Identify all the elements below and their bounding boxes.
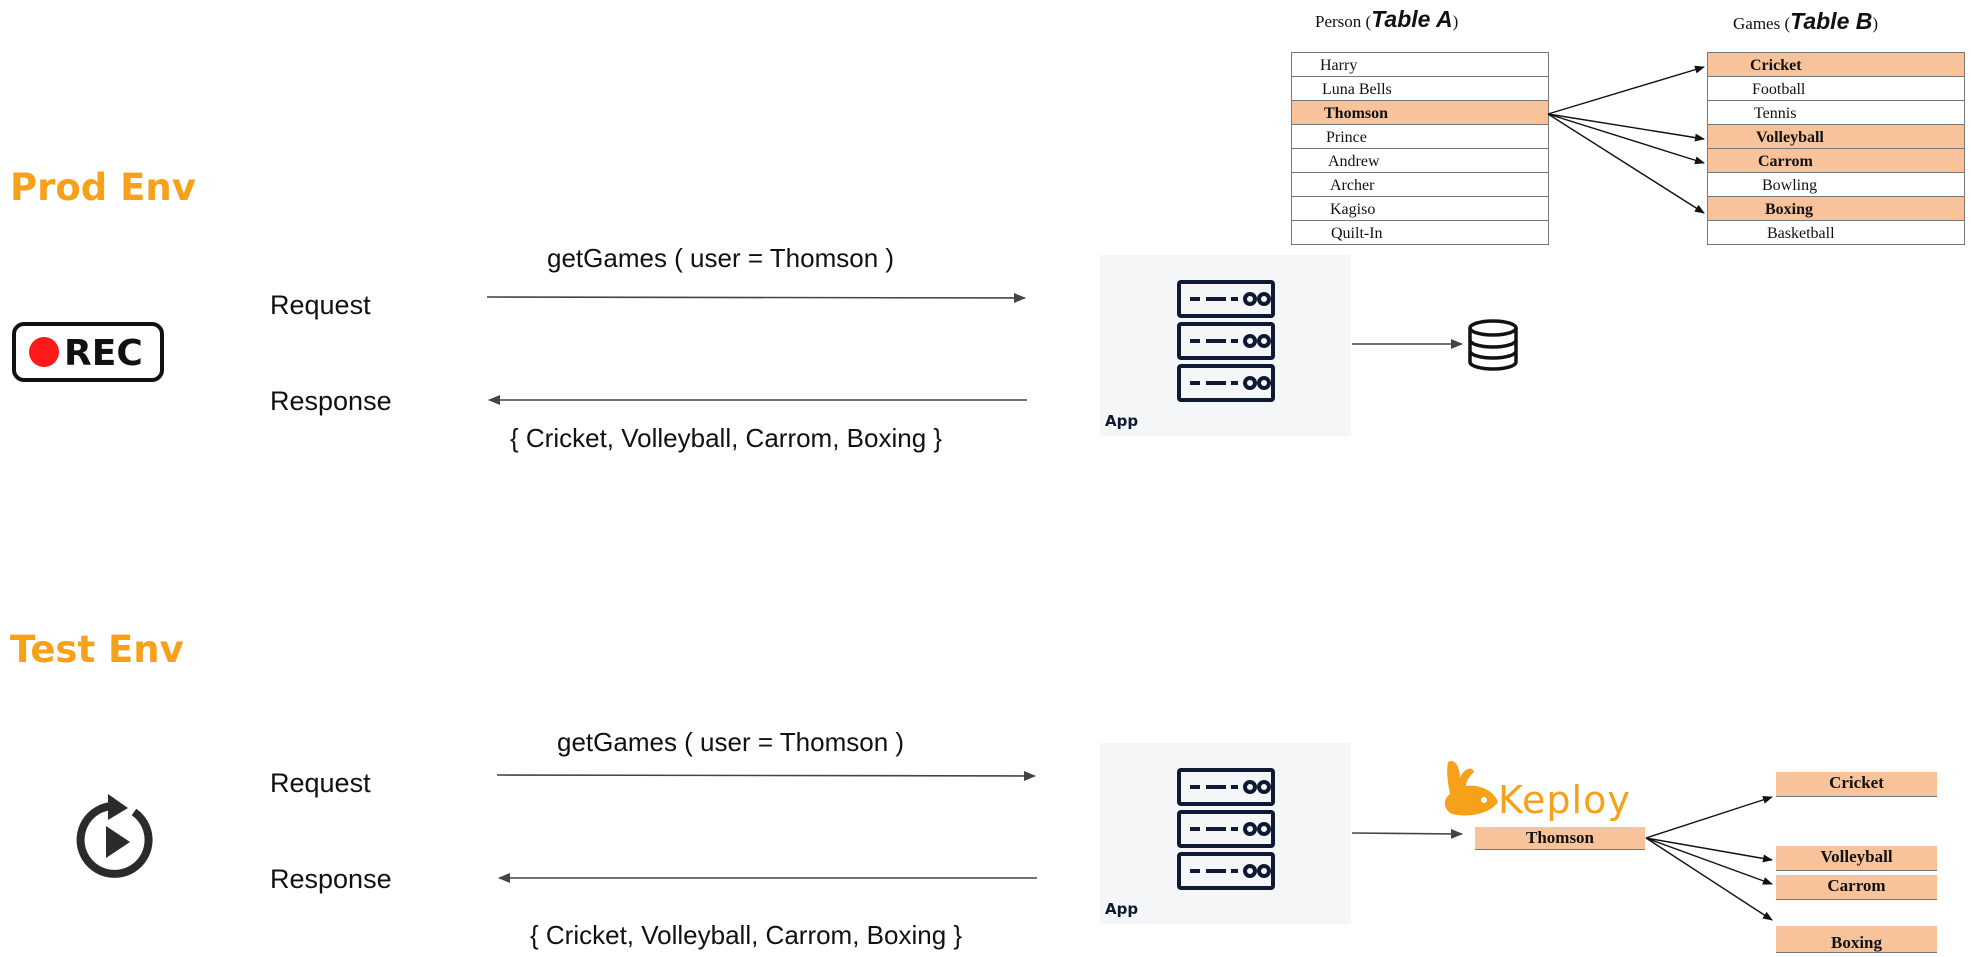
- mock-user-row: Thomson: [1475, 827, 1645, 850]
- mock-game-row: Carrom: [1776, 875, 1937, 900]
- prod-app-label: App: [1105, 412, 1139, 430]
- replay-icon: [72, 792, 156, 878]
- table-b: Cricket Football Tennis Volleyball Carro…: [1707, 52, 1965, 245]
- table-b-title-name: Table B: [1790, 8, 1873, 34]
- test-request-label: Request: [270, 768, 371, 798]
- table-row: Tennis: [1708, 101, 1964, 125]
- database-icon: [1466, 318, 1520, 372]
- prod-request-payload: getGames ( user = Thomson ): [547, 243, 895, 273]
- prod-request-label: Request: [270, 290, 371, 320]
- table-a-title-prefix: Person: [1315, 12, 1362, 31]
- keploy-logo-text: Keploy: [1498, 778, 1631, 822]
- server-icon: [1177, 768, 1275, 890]
- table-row: Boxing: [1708, 197, 1964, 221]
- test-app-box: App: [1100, 743, 1351, 924]
- test-env-label: Test Env: [10, 628, 184, 671]
- table-row: Volleyball: [1708, 125, 1964, 149]
- table-row: Thomson: [1292, 101, 1548, 125]
- table-row: Cricket: [1708, 53, 1964, 77]
- table-a: Harry Luna Bells Thomson Prince Andrew A…: [1291, 52, 1549, 245]
- prod-request-arrow: [486, 292, 1026, 303]
- rec-label: REC: [64, 333, 143, 374]
- table-row: Prince: [1292, 125, 1548, 149]
- table-row: Luna Bells: [1292, 77, 1548, 101]
- prod-response-payload: { Cricket, Volleyball, Carrom, Boxing }: [510, 423, 943, 453]
- table-row: Basketball: [1767, 225, 1835, 242]
- prod-app-box: App: [1100, 255, 1351, 436]
- mock-game-row: Cricket: [1776, 772, 1937, 797]
- keploy-rabbit-icon: [1438, 756, 1510, 822]
- table-row: Football: [1708, 77, 1964, 101]
- table-b-title: Games (Table B): [1733, 8, 1879, 34]
- mock-game-row: Boxing: [1776, 926, 1937, 953]
- test-request-arrow: [496, 770, 1036, 781]
- table-row: Bowling: [1708, 173, 1964, 197]
- table-row: Quilt-In: [1331, 225, 1383, 242]
- table-row: Carrom: [1708, 149, 1964, 173]
- test-response-label: Response: [270, 864, 392, 894]
- record-icon: REC: [12, 322, 164, 382]
- app-keploy-arrow: [1351, 828, 1463, 839]
- table-row: Archer: [1292, 173, 1548, 197]
- table-row: Harry: [1292, 53, 1548, 77]
- table-a-title-name: Table A: [1371, 6, 1453, 32]
- table-row: Andrew: [1292, 149, 1548, 173]
- table-a-title: Person (Table A): [1315, 6, 1459, 32]
- server-icon: [1177, 280, 1275, 402]
- test-response-payload: { Cricket, Volleyball, Carrom, Boxing }: [530, 920, 963, 950]
- prod-env-label: Prod Env: [10, 166, 196, 209]
- prod-response-label: Response: [270, 386, 392, 416]
- test-app-label: App: [1105, 900, 1139, 918]
- table-row: Kagiso: [1292, 197, 1548, 221]
- table-b-title-prefix: Games: [1733, 14, 1781, 33]
- mock-game-row: Volleyball: [1776, 846, 1937, 871]
- test-request-payload: getGames ( user = Thomson ): [557, 727, 905, 757]
